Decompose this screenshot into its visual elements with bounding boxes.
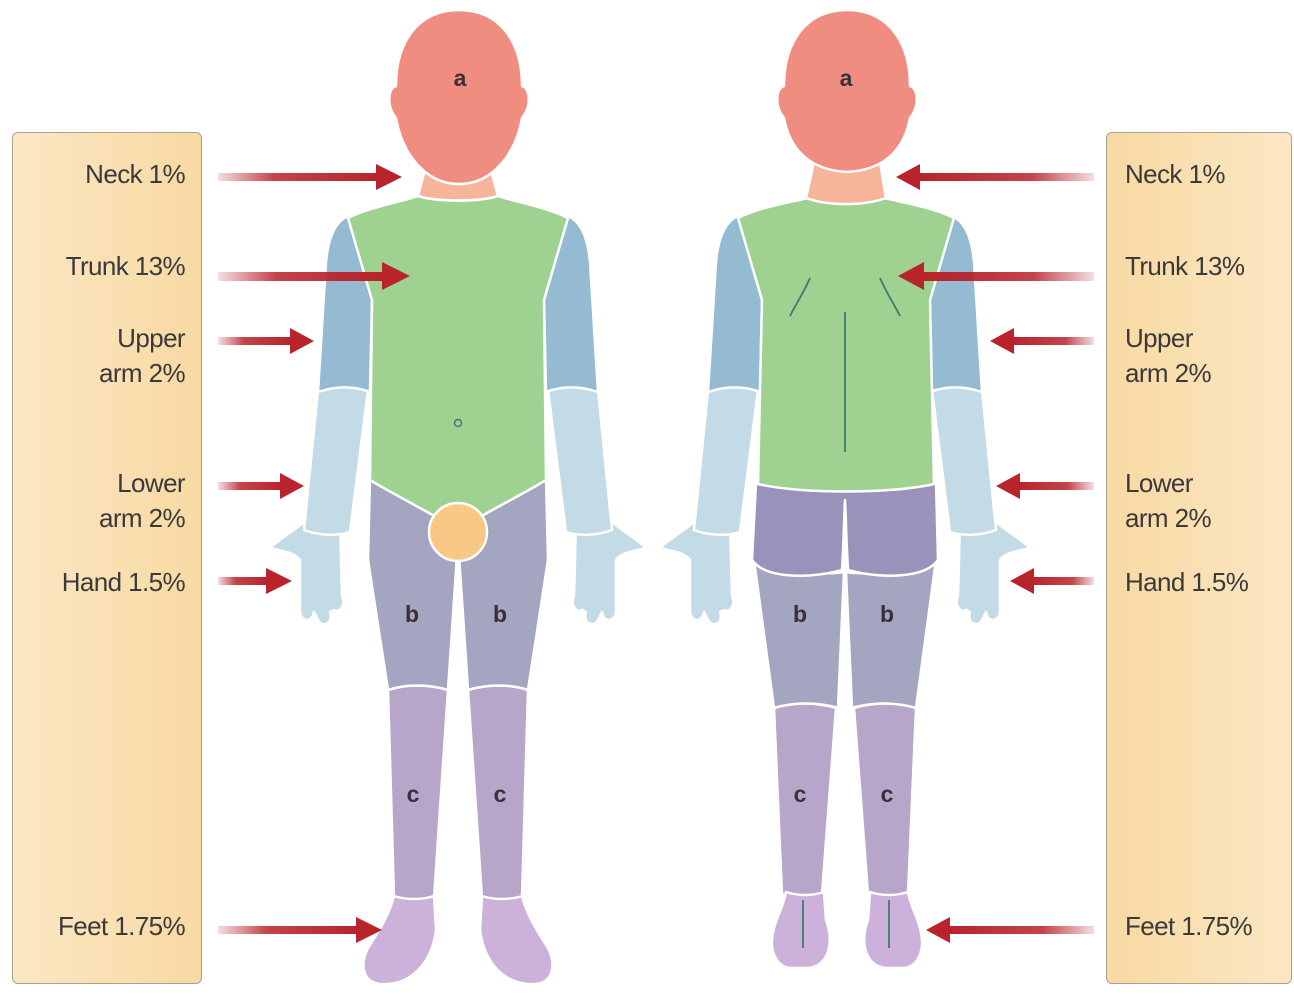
- letter-head-back: a: [840, 65, 853, 91]
- front-trunk: [348, 196, 568, 530]
- back-left-lower-arm: [932, 386, 996, 535]
- arrow-lower-arm-back: [996, 473, 1094, 499]
- arrow-feet-front: [218, 917, 382, 943]
- back-trunk: [738, 198, 954, 492]
- back-head: [777, 10, 917, 172]
- front-genital-area: [429, 503, 487, 561]
- arrow-upper-arm-back: [990, 328, 1094, 354]
- front-left-hand: [573, 522, 646, 624]
- letter-head-front: a: [454, 65, 467, 91]
- arrow-lower-arm-front: [218, 473, 304, 499]
- letter-leg-back-right: c: [881, 781, 894, 807]
- arrow-neck-back: [896, 164, 1094, 190]
- front-left-foot: [480, 896, 552, 984]
- back-right-lower-arm: [694, 386, 758, 535]
- letter-leg-back-left: c: [794, 781, 807, 807]
- back-figure: [660, 10, 1030, 968]
- front-head: [389, 10, 529, 184]
- back-right-hand: [660, 522, 733, 624]
- front-right-hand: [270, 522, 343, 624]
- arrow-upper-arm-front: [218, 328, 314, 354]
- letter-thigh-back-right: b: [880, 601, 894, 627]
- back-left-hand: [957, 522, 1030, 624]
- arrow-feet-back: [926, 917, 1094, 943]
- letter-leg-front-right: c: [407, 781, 420, 807]
- back-right-thigh: [754, 560, 844, 708]
- back-buttocks: [752, 482, 938, 576]
- arrow-hand-back: [1010, 568, 1094, 594]
- letter-thigh-front-right: b: [405, 601, 419, 627]
- letter-leg-front-left: c: [494, 781, 507, 807]
- arrow-hand-front: [218, 568, 292, 594]
- front-right-lower-arm: [304, 386, 368, 535]
- back-right-foot: [772, 892, 830, 968]
- arrow-neck-front: [218, 164, 402, 190]
- letter-thigh-front-left: b: [493, 601, 507, 627]
- back-left-thigh: [846, 560, 936, 708]
- front-figure: [270, 10, 646, 984]
- front-right-foot: [364, 896, 436, 984]
- letter-thigh-back-left: b: [793, 601, 807, 627]
- front-left-lower-arm: [548, 386, 612, 535]
- back-left-foot: [864, 892, 922, 968]
